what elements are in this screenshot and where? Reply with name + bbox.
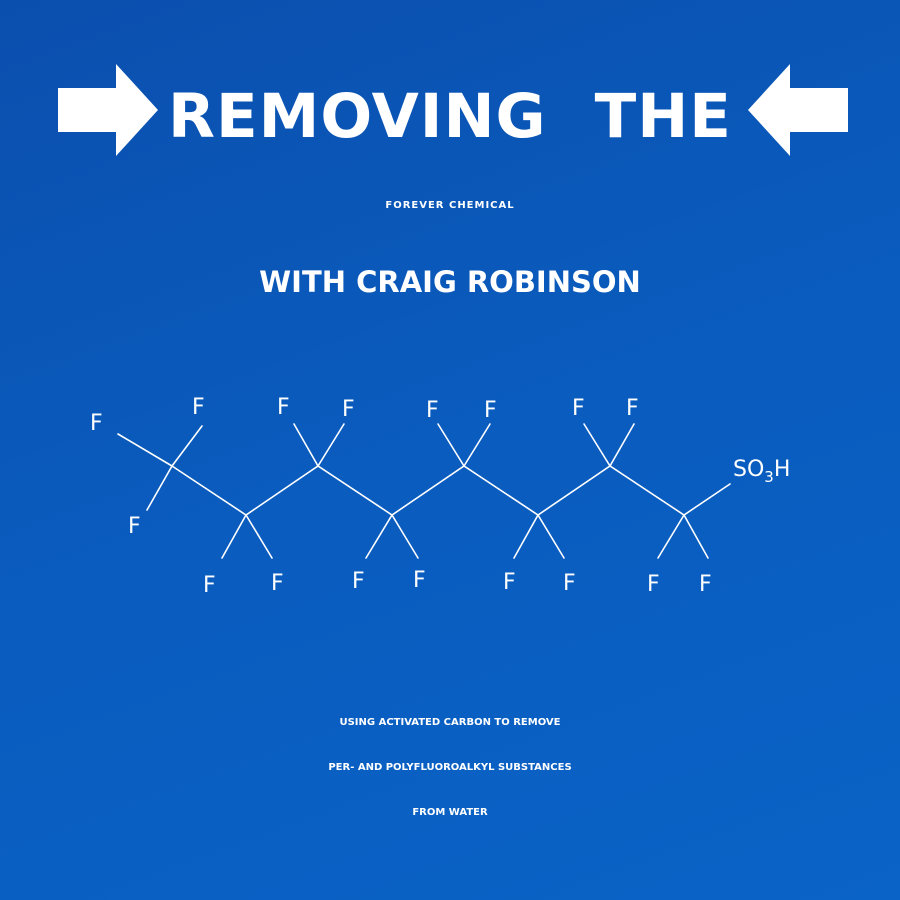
footer-line-2: PER- AND POLYFLUOROALKYL SUBSTANCES bbox=[328, 762, 572, 773]
carbon-backbone bbox=[171, 465, 731, 516]
fluorine-atom: F bbox=[503, 570, 516, 595]
footer-line-3: FROM WATER bbox=[412, 807, 488, 818]
fluorine-atom: F bbox=[647, 572, 660, 597]
fluorine-atom: F bbox=[90, 411, 103, 436]
fluorine-atom: F bbox=[277, 395, 290, 420]
title-word-the: THE bbox=[594, 81, 732, 153]
footer-description: USING ACTIVATED CARBON TO REMOVE PER- AN… bbox=[0, 700, 900, 835]
sulfonic-acid-group: SO3H bbox=[733, 457, 790, 486]
right-arrow-icon bbox=[58, 64, 158, 156]
fluorine-atom: F bbox=[128, 514, 141, 539]
subtitle: WITH CRAIG ROBINSON bbox=[259, 265, 641, 299]
fluorine-atom: F bbox=[426, 398, 439, 423]
fluorine-atom: F bbox=[342, 397, 355, 422]
fluorine-atom: F bbox=[484, 398, 497, 423]
left-arrow-icon bbox=[748, 64, 848, 156]
footer-line-1: USING ACTIVATED CARBON TO REMOVE bbox=[339, 717, 561, 728]
fluorine-atom: F bbox=[271, 571, 284, 596]
title-line-1: REMOVING THE bbox=[0, 76, 900, 152]
fluorine-atom: F bbox=[563, 571, 576, 596]
fluorine-atom: F bbox=[572, 396, 585, 421]
fluorine-atom: F bbox=[192, 395, 205, 420]
fluorine-atom: F bbox=[203, 573, 216, 598]
pfos-molecule-diagram: F F F F F F F F F F F F F F F F F SO3H bbox=[90, 395, 790, 598]
fluorine-atom: F bbox=[626, 396, 639, 421]
fluorine-atom: F bbox=[699, 572, 712, 597]
title-word-removing: REMOVING bbox=[168, 81, 547, 153]
fluorine-atom: F bbox=[352, 569, 365, 594]
fluorine-atom: F bbox=[413, 568, 426, 593]
title-line-2: FOREVER CHEMICAL bbox=[385, 200, 515, 211]
